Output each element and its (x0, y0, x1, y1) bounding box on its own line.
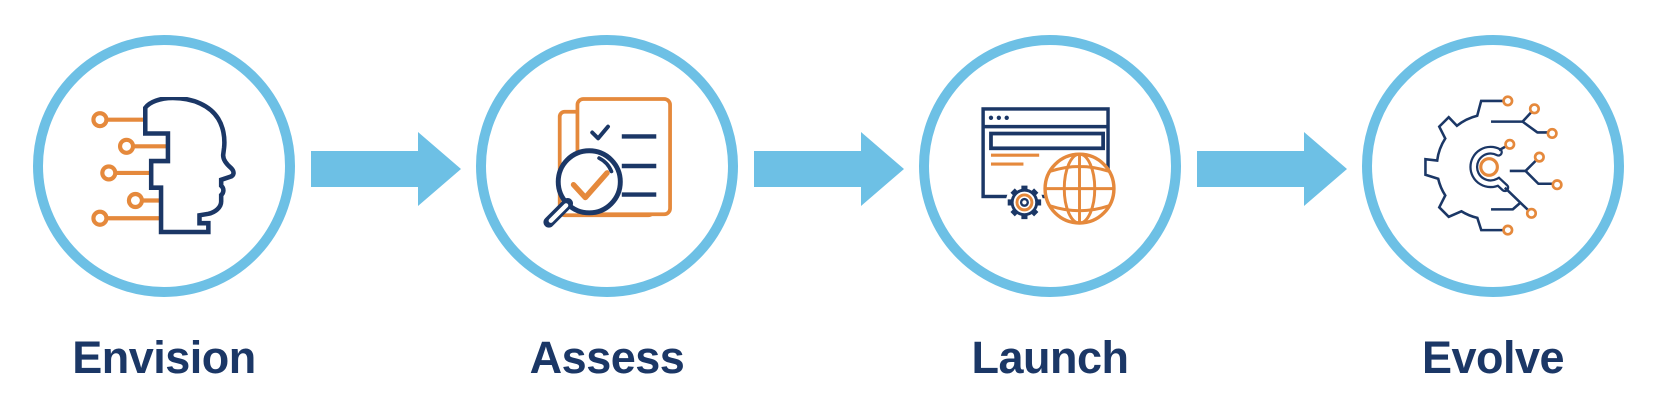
head-profile (143, 97, 236, 235)
step-circle-launch (919, 35, 1181, 297)
page-text-lines (990, 153, 1040, 166)
step-label-envision: Envision (72, 332, 256, 383)
right-arrow-icon (310, 132, 461, 206)
globe-icon (1043, 152, 1116, 225)
step-evolve: Evolve (1362, 35, 1624, 383)
gear-outline (1423, 99, 1508, 232)
address-bar (989, 131, 1105, 151)
gear-icon (1005, 183, 1044, 222)
lens-glare (596, 156, 613, 174)
step-assess: Assess (476, 35, 738, 383)
arrow-connector-3 (1181, 35, 1362, 206)
step-circle-assess (476, 35, 738, 297)
circuit-traces (1490, 107, 1557, 215)
right-arrow-icon (753, 132, 904, 206)
check-mark (589, 124, 610, 141)
arrow-connector-2 (738, 35, 919, 206)
step-label-assess: Assess (529, 332, 685, 383)
step-envision: Envision (33, 35, 295, 383)
step-launch: Launch (919, 35, 1181, 383)
circuit-nodes (91, 111, 144, 227)
gear-circuit-icon (1423, 95, 1563, 236)
center-node (1478, 157, 1499, 177)
circuit-nodes (1501, 95, 1563, 236)
browser-window (981, 107, 1110, 199)
magnifier-lens (555, 148, 623, 216)
step-circle-evolve (1362, 35, 1624, 297)
circuit-lines (99, 117, 170, 221)
browser-gear-globe-icon (981, 107, 1116, 225)
orange-check-mark (570, 170, 610, 201)
checklist-magnifier-icon (542, 97, 672, 228)
step-circle-envision (33, 35, 295, 297)
step-label-launch: Launch (971, 332, 1129, 383)
step-label-evolve: Evolve (1421, 332, 1565, 383)
list-lines (621, 134, 656, 197)
ai-head-circuit-icon (91, 97, 236, 235)
right-arrow-icon (1196, 132, 1347, 206)
arrow-connector-1 (295, 35, 476, 206)
